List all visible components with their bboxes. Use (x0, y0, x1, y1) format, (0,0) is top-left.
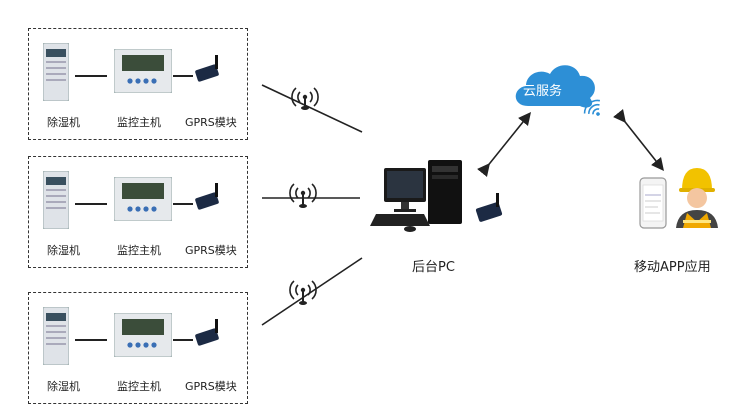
connector-line (75, 75, 107, 77)
dehumidifier-label: 除湿机 (47, 380, 80, 393)
desktop-pc-icon (370, 160, 462, 232)
dehumidifier-label: 除湿机 (47, 244, 80, 257)
site-group-3: 除湿机 监控主机 GPRS模块 (28, 292, 248, 404)
controller-icon (114, 177, 172, 221)
gprs-module-icon (195, 183, 219, 210)
gprs-label: GPRS模块 (185, 380, 237, 393)
site-group-2: 除湿机 监控主机 GPRS模块 (28, 156, 248, 268)
gprs-label: GPRS模块 (185, 244, 237, 257)
mobile-app-label: 移动APP应用 (634, 260, 711, 275)
worker-icon (676, 168, 718, 228)
connector-line (75, 203, 107, 205)
dehumidifier-icon (43, 171, 69, 229)
dehumidifier-icon (43, 307, 69, 365)
backend-pc-label: 后台PC (412, 260, 455, 275)
connector-line (173, 339, 193, 341)
connector-line (173, 75, 193, 77)
site-group-1: 除湿机 监控主机 GPRS模块 (28, 28, 248, 140)
smartphone-icon (639, 177, 667, 229)
antenna-icon (289, 183, 317, 208)
wifi-icon (583, 99, 601, 116)
dehumidifier-label: 除湿机 (47, 116, 80, 129)
link-line-site-1 (261, 84, 363, 133)
controller-label: 监控主机 (117, 244, 161, 257)
gprs-module-icon (475, 193, 503, 222)
cloud-label: 云服务 (523, 84, 563, 99)
connector-line (75, 339, 107, 341)
controller-label: 监控主机 (117, 116, 161, 129)
gprs-module-icon (195, 319, 219, 346)
cloud-icon (515, 65, 595, 108)
antenna-icon (291, 87, 319, 110)
antenna-icon (289, 280, 317, 305)
controller-label: 监控主机 (117, 380, 161, 393)
arrow-pc-cloud (477, 112, 532, 177)
gprs-label: GPRS模块 (185, 116, 237, 129)
controller-icon (114, 313, 172, 357)
gprs-module-icon (195, 55, 219, 82)
dehumidifier-icon (43, 43, 69, 101)
controller-icon (114, 49, 172, 93)
link-line-site-3 (261, 257, 363, 326)
connector-line (173, 203, 193, 205)
arrow-cloud-app (613, 109, 664, 172)
